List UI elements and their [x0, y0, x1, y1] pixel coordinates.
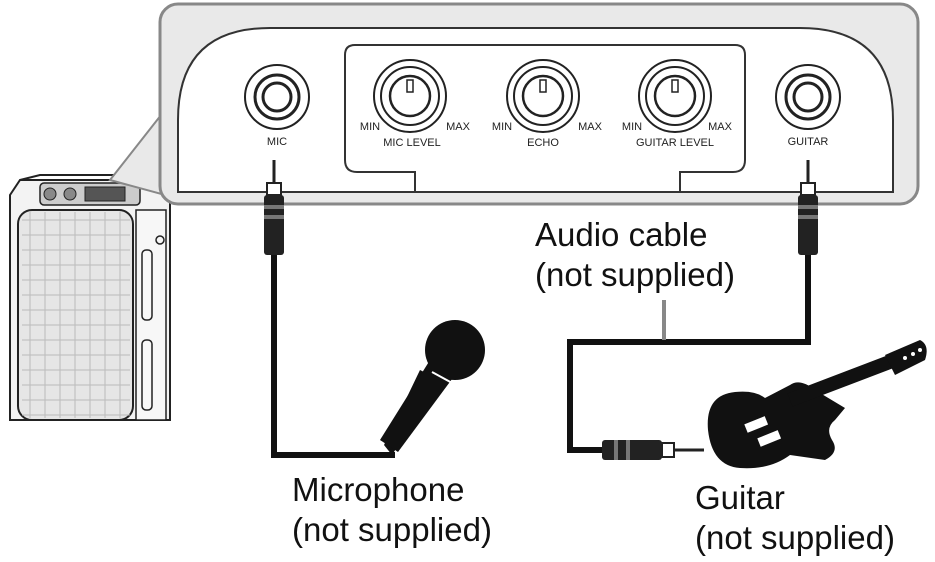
- mic-cable: [271, 255, 395, 458]
- speaker-unit: [9, 174, 171, 421]
- knob-mic-level-max: MAX: [446, 121, 471, 133]
- guitar-icon: [707, 340, 927, 469]
- knob-guitar-level-label: GUITAR LEVEL: [636, 137, 714, 149]
- guitar-plug-bottom: [602, 440, 704, 460]
- knob-guitar-level-min: MIN: [622, 121, 642, 133]
- knob-echo-label: ECHO: [527, 137, 559, 149]
- guitar-callout: Guitar (not supplied): [695, 478, 895, 558]
- callout-wedge: [108, 107, 166, 197]
- knob-mic-level-min: MIN: [360, 121, 380, 133]
- guitar-jack: GUITAR: [775, 64, 841, 148]
- knob-echo-min: MIN: [492, 121, 512, 133]
- knob-echo-max: MAX: [578, 121, 603, 133]
- mic-plug: [264, 160, 284, 255]
- knob-guitar-level-max: MAX: [708, 121, 733, 133]
- audio-cable-label-line2: (not supplied): [535, 256, 735, 293]
- microphone-icon: [380, 320, 485, 455]
- guitar-jack-label: GUITAR: [788, 136, 829, 148]
- knob-echo: MIN MAX ECHO: [492, 59, 603, 149]
- guitar-label-line2: (not supplied): [695, 519, 895, 556]
- mic-jack: MIC: [244, 64, 310, 148]
- knob-mic-level: MIN MAX MIC LEVEL: [360, 59, 471, 149]
- microphone-callout: Microphone (not supplied): [292, 470, 492, 550]
- guitar-plug-top: [798, 160, 818, 255]
- speaker-grille: [22, 219, 130, 416]
- microphone-label-line2: (not supplied): [292, 511, 492, 548]
- guitar-label-line1: Guitar: [695, 479, 785, 516]
- audio-cable: [567, 255, 811, 453]
- mic-jack-label: MIC: [267, 136, 287, 148]
- knob-guitar-level: MIN MAX GUITAR LEVEL: [622, 59, 733, 149]
- audio-cable-label-line1: Audio cable: [535, 216, 708, 253]
- microphone-label-line1: Microphone: [292, 471, 465, 508]
- knob-mic-level-label: MIC LEVEL: [383, 137, 440, 149]
- audio-cable-callout: Audio cable (not supplied): [535, 215, 735, 295]
